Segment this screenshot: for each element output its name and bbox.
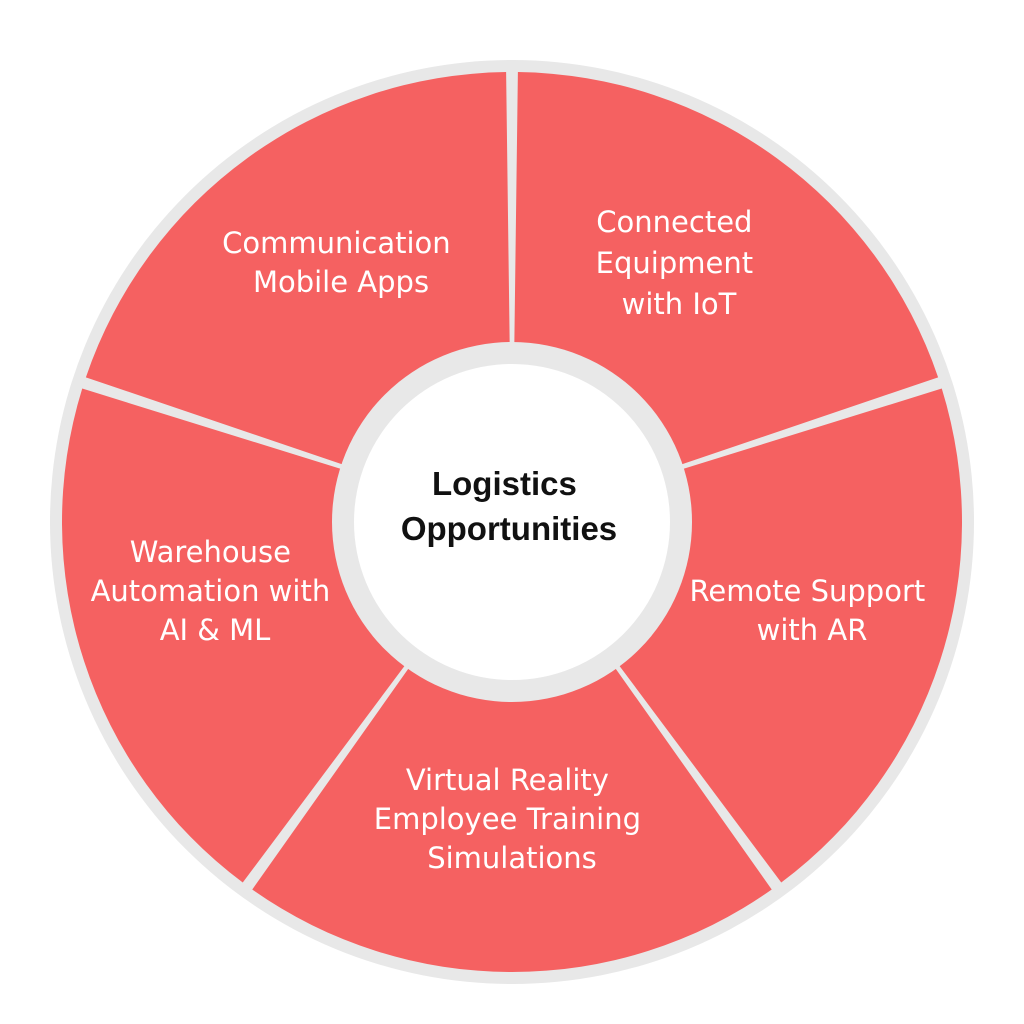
segment-label-communication: Communication Mobile Apps: [222, 226, 460, 299]
segment-label-vr-training: Virtual Reality Employee Training Simula…: [374, 763, 651, 875]
segment-label-remote-support: Remote Support with AR: [690, 574, 935, 647]
center-disc: [354, 364, 670, 680]
segment-communication: [85, 72, 510, 465]
segment-label-connected-equipment: Connected Equipment with IoT: [596, 205, 763, 321]
segments-group: [62, 72, 962, 973]
segment-label-warehouse-automation: Warehouse Automation with AI & ML: [91, 535, 340, 647]
segment-warehouse-automation: [62, 388, 406, 883]
segment-remote-support: [618, 388, 962, 883]
segment-vr-training: [252, 667, 772, 973]
center-title: Logistics Opportunities: [401, 465, 617, 547]
segment-connected-equipment: [514, 72, 939, 465]
